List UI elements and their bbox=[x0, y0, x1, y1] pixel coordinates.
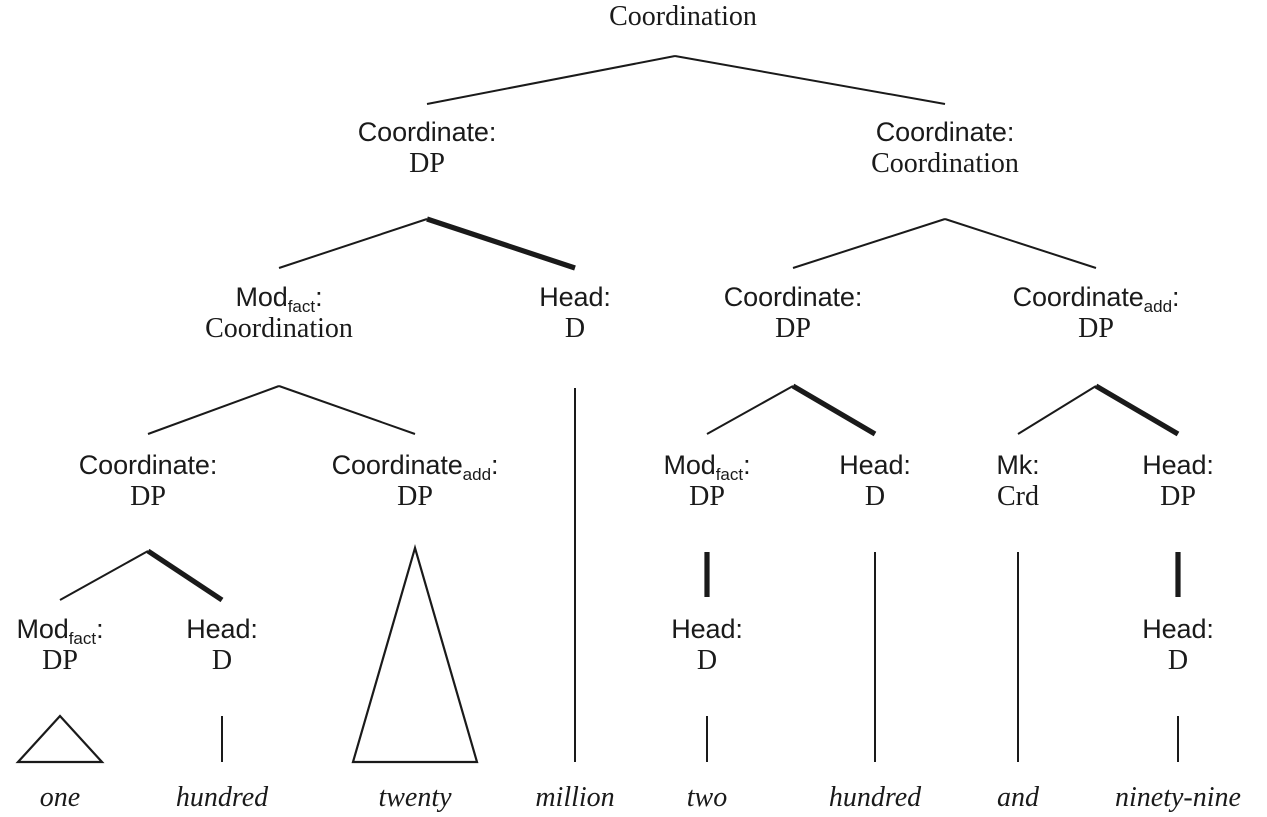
node-head-d-hundred-second: Head: D bbox=[715, 451, 1035, 511]
node-head-d-ninetynine: Head: D bbox=[1018, 615, 1267, 675]
node-coordinate-dp-level1: Coordinate: DP bbox=[267, 118, 587, 178]
node-category-label: DP bbox=[1078, 313, 1114, 345]
node-function-label: Head: bbox=[1142, 450, 1214, 480]
node-category-label: DP bbox=[1160, 481, 1196, 513]
tree-edge bbox=[1094, 383, 1180, 437]
node-function-label: Modfact: bbox=[16, 614, 104, 648]
node-function-subscript: add bbox=[462, 465, 492, 484]
node-modfact-dp-level4: Modfact: DP bbox=[0, 615, 220, 675]
tree-edge bbox=[146, 548, 224, 603]
tree-edge bbox=[278, 218, 428, 269]
node-function-label: Coordinate: bbox=[78, 450, 218, 480]
node-function-label: Modfact: bbox=[235, 282, 323, 316]
elision-triangle bbox=[15, 714, 105, 764]
terminal-word: twenty bbox=[378, 782, 452, 813]
tree-edge bbox=[944, 218, 1097, 269]
tree-edge bbox=[706, 385, 794, 435]
node-function-label: Coordinate: bbox=[875, 117, 1015, 147]
node-category-label: DP bbox=[775, 313, 811, 345]
node-function-label: Coordinateadd: bbox=[1012, 282, 1180, 316]
node-category-label: DP bbox=[689, 481, 725, 513]
node-coordinate-coordination-level1: Coordinate: Coordination bbox=[785, 118, 1105, 178]
node-function-label: Head: bbox=[1142, 614, 1214, 644]
node-coordinate-dp-level3: Coordinate: DP bbox=[0, 451, 308, 511]
node-category-label: Coordination bbox=[609, 1, 757, 32]
node-function-subscript: fact bbox=[287, 297, 316, 316]
node-category-label: D bbox=[564, 313, 586, 345]
tree-edge bbox=[1017, 385, 1097, 435]
node-category-label: DP bbox=[409, 148, 445, 180]
terminal-word: million bbox=[535, 782, 615, 813]
tree-edge bbox=[426, 216, 576, 271]
node-function-subscript: fact bbox=[715, 465, 744, 484]
node-category-label: D bbox=[211, 645, 233, 677]
node-function-label: Head: bbox=[839, 450, 911, 480]
node-head-d-million: Head: D bbox=[415, 283, 735, 343]
node-function-label: Head: bbox=[671, 614, 743, 644]
node-coordinate-add-dp-level3: Coordinateadd: DP bbox=[255, 451, 575, 511]
node-category-label: Coordination bbox=[871, 148, 1019, 180]
node-function-label: Coordinate: bbox=[723, 282, 863, 312]
node-category-label: D bbox=[864, 481, 886, 513]
node-head-d-two: Head: D bbox=[547, 615, 867, 675]
node-coordinate-add-dp-level2: Coordinateadd: DP bbox=[936, 283, 1256, 343]
node-function-label: Coordinate: bbox=[357, 117, 497, 147]
node-category-label: Coordination bbox=[205, 313, 353, 345]
node-function-label: Head: bbox=[539, 282, 611, 312]
node-category-label: DP bbox=[42, 645, 78, 677]
node-category-label: D bbox=[1167, 645, 1189, 677]
node-function-subscript: add bbox=[1143, 297, 1173, 316]
node-coordinate-dp-level2: Coordinate: DP bbox=[633, 283, 953, 343]
terminal-word: hundred bbox=[828, 782, 922, 813]
terminal-word: one bbox=[39, 782, 81, 813]
node-root-coordination: Coordination bbox=[0, 2, 1267, 31]
node-head-dp-level3: Head: DP bbox=[1018, 451, 1267, 511]
node-function-subscript: fact bbox=[68, 629, 97, 648]
node-category-label: DP bbox=[130, 481, 166, 513]
node-modfact-coordination: Modfact: Coordination bbox=[119, 283, 439, 343]
tree-edge bbox=[426, 55, 676, 105]
node-function-label: Mk: bbox=[996, 450, 1040, 480]
terminal-word: hundred bbox=[175, 782, 269, 813]
node-modfact-dp-level3: Modfact: DP bbox=[547, 451, 867, 511]
node-head-d-hundred-first: Head: D bbox=[62, 615, 382, 675]
node-category-label: Crd bbox=[997, 481, 1039, 513]
terminal-word: and bbox=[997, 782, 1039, 813]
node-function-label: Head: bbox=[186, 614, 258, 644]
node-function-label: Coordinateadd: bbox=[331, 450, 499, 484]
tree-edge bbox=[147, 385, 280, 435]
tree-edge bbox=[59, 550, 149, 601]
node-category-label: DP bbox=[397, 481, 433, 513]
elision-triangle bbox=[351, 544, 479, 764]
terminal-word: two bbox=[686, 782, 728, 813]
tree-edge bbox=[792, 218, 946, 269]
tree-edge bbox=[674, 55, 946, 105]
terminal-word: ninety-nine bbox=[1115, 782, 1241, 813]
tree-edge bbox=[791, 383, 877, 437]
node-function-label: Modfact: bbox=[663, 450, 751, 484]
tree-edge bbox=[278, 385, 416, 435]
node-mk-crd: Mk: Crd bbox=[858, 451, 1178, 511]
node-category-label: D bbox=[696, 645, 718, 677]
